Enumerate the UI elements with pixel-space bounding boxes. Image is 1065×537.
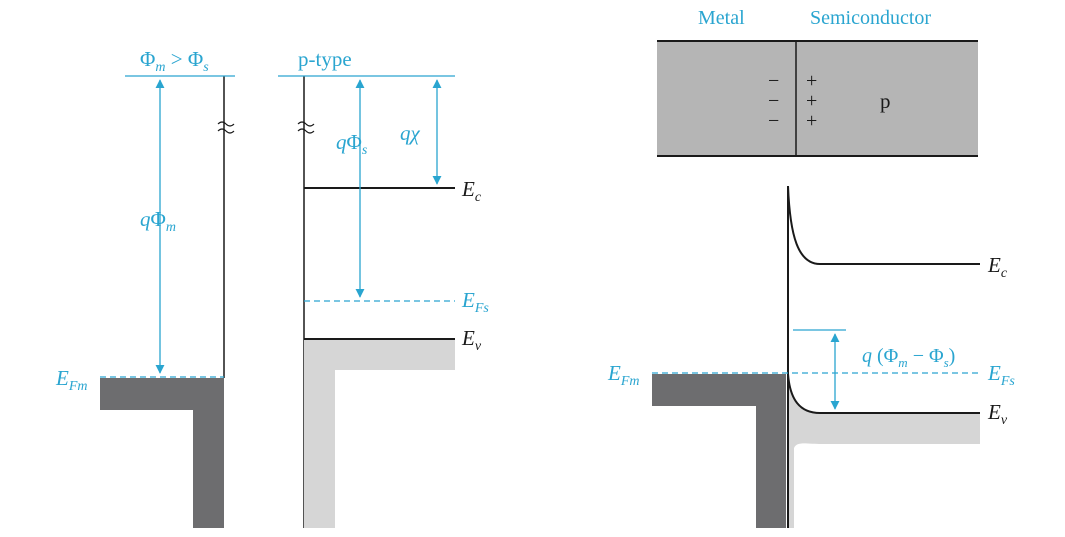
q-chi-label: qχ [400,121,421,145]
break-mark-metal [217,121,235,134]
left-panel: Φm > Φs p-type qΦm qΦs qχ Ec EFs Ev EFm [55,47,489,528]
semiconductor-label: Semiconductor [810,7,931,29]
efm-label-left: EFm [55,366,88,394]
valence-band-fill-left [304,339,455,528]
ec-label-right: Ec [987,253,1008,281]
barrier-height-label: q (Φm − Φs) [862,345,955,370]
p-type-label: p-type [298,47,352,71]
p-region-label: p [880,89,891,113]
q-phi-m-label: qΦm [140,207,176,235]
valence-band-edge-right [787,373,980,414]
q-phi-s-label: qΦs [336,130,368,158]
valence-band-fill-right [788,374,980,528]
ec-label-left: Ec [461,177,482,205]
metal-charge-3: − [768,110,779,132]
metal-block-right [652,374,786,528]
semiconductor-charge-1: + [806,70,817,92]
ev-label-left: Ev [461,326,482,354]
efs-label-left: EFs [461,288,489,316]
junction-block [657,41,978,156]
break-mark-semiconductor [297,121,315,134]
efm-label-right: EFm [607,361,640,389]
metal-charge-2: − [768,90,779,112]
metal-label: Metal [698,7,745,29]
semiconductor-charge-2: + [806,90,817,112]
right-panel: Metal Semiconductor − − − + + + p q (Φm … [607,7,1015,528]
semiconductor-charge-3: + [806,110,817,132]
ev-label-right: Ev [987,400,1008,428]
conduction-band-edge-right [787,185,980,265]
efs-label-right: EFs [987,361,1015,389]
work-function-condition: Φm > Φs [140,47,209,75]
metal-charge-1: − [768,70,779,92]
metal-block-left [100,378,224,528]
